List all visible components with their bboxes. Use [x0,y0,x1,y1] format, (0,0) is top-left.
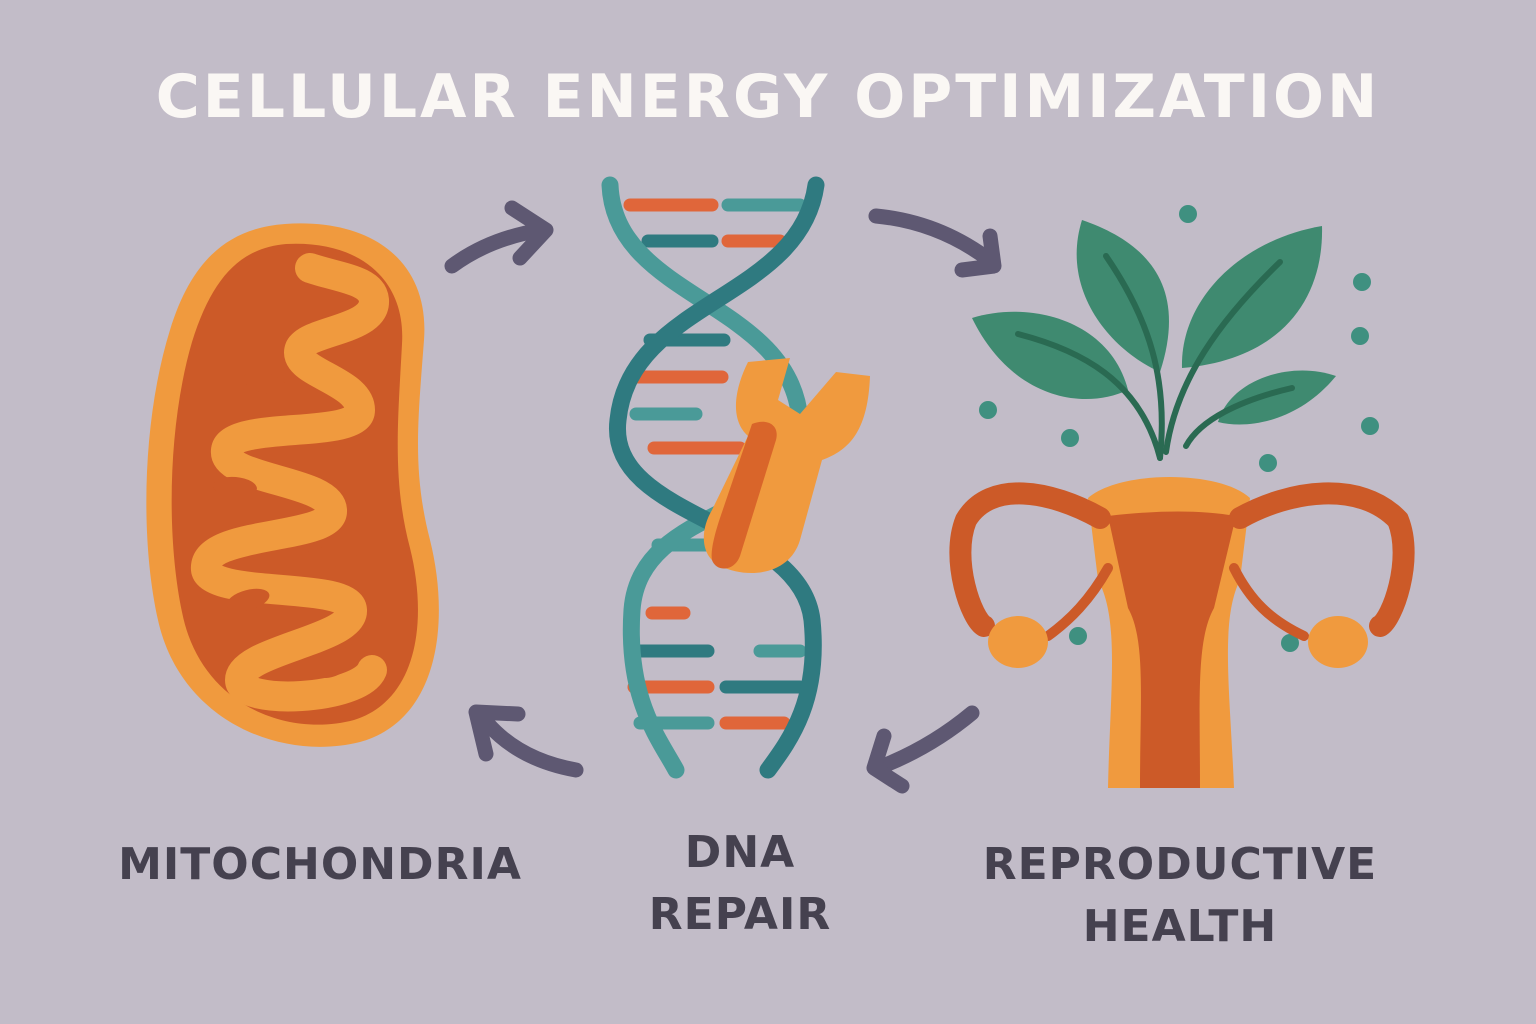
arrow-dna-to-repro [868,208,1002,278]
label-reproductive-health-line1: REPRODUCTIVE [982,839,1378,890]
arrow-repro-to-dna [866,705,980,794]
arrow-dna-to-mito [468,704,584,778]
label-dna-repair-line2: REPAIR [648,889,832,940]
diagram-title: CELLULAR ENERGY OPTIMIZATION [155,62,1381,132]
label-mitochondria: MITOCHONDRIA [118,839,522,890]
label-reproductive-health-line2: HEALTH [1082,901,1278,952]
label-reproductive-health: REPRODUCTIVE HEALTH [930,834,1430,958]
sparkle-dots [979,205,1379,652]
arrow-mito-to-dna [444,200,554,274]
label-dna-repair: DNA REPAIR [600,822,880,946]
uterus-plant-icon [949,205,1415,788]
label-dna-repair-line1: DNA [684,827,796,878]
mitochondria-icon [146,223,439,747]
dna-wrench-icon [601,176,870,779]
